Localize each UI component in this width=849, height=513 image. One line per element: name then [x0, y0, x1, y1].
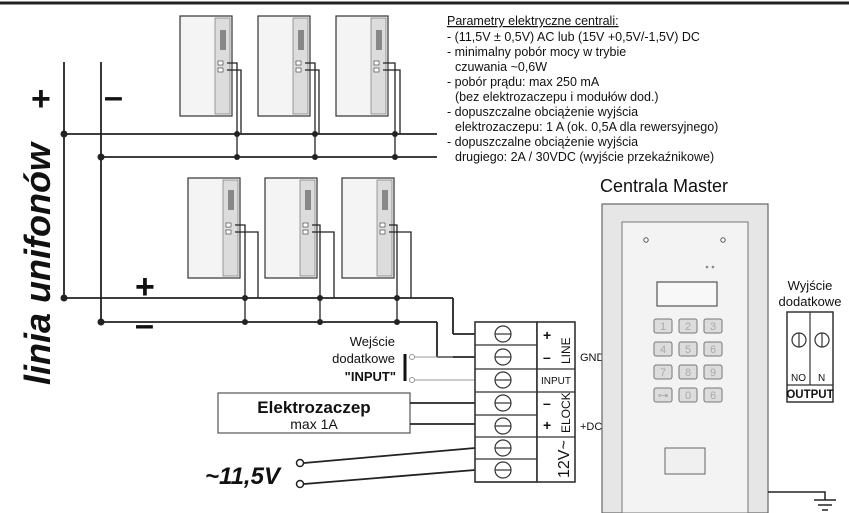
- electric-lock: Elektrozaczep max 1A: [217, 392, 475, 434]
- parameter-line: (bez elektrozaczepu i modułów dod.): [455, 90, 659, 104]
- terminal-plus: +: [543, 417, 551, 433]
- handset-bottom-1: [187, 177, 259, 322]
- terminal-ac-label: 12V~: [556, 440, 573, 478]
- electrical-parameters: Parametry elektryczne centrali: - (11,5V…: [447, 14, 718, 164]
- input-label-line1: Wejście: [350, 334, 395, 349]
- display-window: [656, 281, 718, 307]
- key-label: 5: [685, 344, 691, 356]
- supply-terminal: [295, 479, 305, 489]
- terminal-dc-label: +DC: [580, 421, 602, 433]
- parameter-line: - (11,5V ± 0,5V) AC lub (15V +0,5V/-1,5V…: [447, 30, 700, 44]
- intercom-line-label: linia unifonów: [17, 141, 58, 385]
- additional-output: Wyjście dodatkowe NO N OUTPUT: [779, 278, 842, 403]
- handset-bottom-3: [341, 177, 412, 322]
- key-label: 8: [685, 367, 691, 379]
- input-label-line2: dodatkowe: [332, 351, 395, 366]
- key-label: 0: [685, 390, 691, 402]
- keypad: 1 2 3 4 5 6 7 8 9 ⊶ 0 6: [653, 318, 723, 403]
- terminal-gnd-label: GND: [580, 352, 605, 364]
- key-label: 4: [660, 344, 666, 356]
- central-title: Centrala Master: [600, 176, 728, 196]
- additional-input: Wejście dodatkowe "INPUT": [332, 334, 475, 384]
- terminal-plus: +: [543, 327, 551, 343]
- parameter-line: - minimalny pobór mocy w trybie: [447, 45, 626, 59]
- input-label-line3: "INPUT": [345, 369, 396, 384]
- key-label: 1: [660, 321, 666, 333]
- output-n-label: N: [818, 373, 825, 384]
- electric-lock-rating: max 1A: [290, 416, 338, 432]
- supply-voltage-label: ~11,5V: [205, 463, 282, 490]
- ground-connection: [768, 491, 836, 511]
- electric-lock-box: [217, 392, 411, 434]
- terminal-line-label: LINE: [559, 337, 573, 364]
- handset-top-1: [179, 15, 242, 157]
- central-master-panel: 1 2 3 4 5 6 7 8 9 ⊶ 0 6: [601, 203, 769, 513]
- key-label: 3: [710, 321, 716, 333]
- output-title-line1: Wyjście: [788, 278, 833, 293]
- minus-symbol: –: [104, 78, 123, 116]
- key-label: 9: [710, 367, 716, 379]
- parameters-title: Parametry elektryczne centrali:: [447, 14, 619, 28]
- terminal-minus: –: [543, 349, 551, 365]
- terminal-elock-label: ELOCK: [559, 392, 573, 433]
- key-label: 2: [685, 321, 691, 333]
- terminal-input-label: INPUT: [541, 376, 571, 387]
- key-label: 6: [710, 344, 716, 356]
- terminal-block: + – LINE INPUT – + ELOCK 12V~ GND +DC: [474, 321, 605, 483]
- handset-bottom-2: [264, 177, 335, 322]
- electric-lock-title: Elektrozaczep: [257, 398, 370, 417]
- output-title-line2: dodatkowe: [779, 294, 842, 309]
- handset-top-2: [257, 15, 320, 157]
- supply-terminal: [295, 458, 305, 468]
- parameter-line: drugiego: 2A / 30VDC (wyjście przekaźnik…: [455, 150, 714, 164]
- parameter-line: - pobór prądu: max 250 mA: [447, 75, 600, 89]
- handset-top-3: [335, 15, 401, 157]
- output-label: OUTPUT: [786, 389, 833, 401]
- output-no-label: NO: [791, 373, 806, 384]
- parameter-line: - dopuszczalne obciążenie wyjścia: [447, 135, 638, 149]
- key-label: 7: [660, 367, 666, 379]
- key-label: 6: [710, 390, 716, 402]
- terminal-minus: –: [543, 395, 551, 411]
- ac-supply: ~11,5V: [205, 447, 476, 490]
- speaker-grille: [664, 447, 706, 475]
- parameter-line: - dopuszczalne obciążenie wyjścia: [447, 105, 638, 119]
- plus-symbol: +: [31, 80, 51, 118]
- plus-symbol: +: [135, 268, 155, 306]
- parameter-line: czuwania ~0,6W: [455, 60, 547, 74]
- parameter-line: elektrozaczepu: 1 A (ok. 0,5A dla rewers…: [455, 120, 718, 134]
- key-label: ⊶: [658, 390, 669, 402]
- minus-symbol: –: [135, 306, 154, 344]
